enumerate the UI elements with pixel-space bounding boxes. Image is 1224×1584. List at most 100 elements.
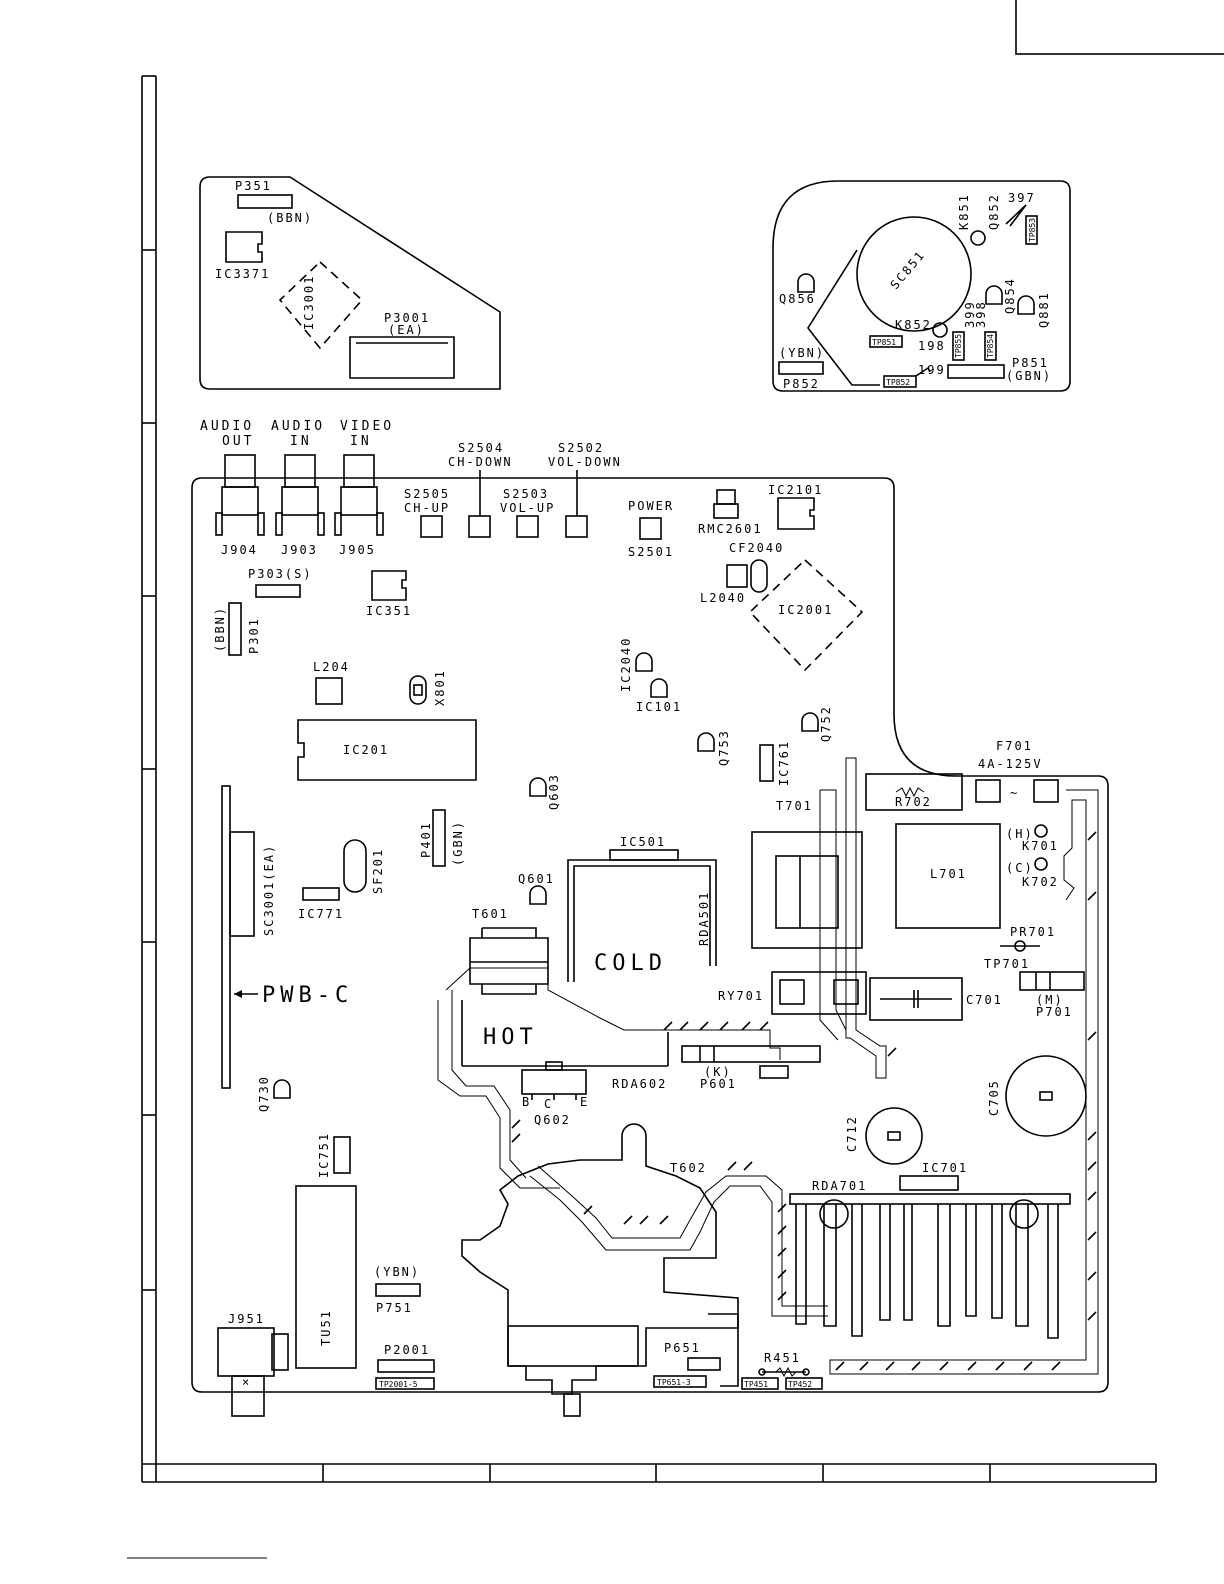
connector-p852 xyxy=(778,361,824,375)
label-t602: T602 xyxy=(670,1161,707,1175)
k701-led xyxy=(1034,824,1048,838)
label-q603: Q603 xyxy=(547,773,561,810)
ic761-chip xyxy=(759,744,774,782)
connector-p303s xyxy=(255,584,301,598)
ic751-chip xyxy=(333,1136,351,1174)
label-tp451: TP451 xyxy=(744,1380,768,1389)
label-k852: K852 xyxy=(895,318,932,332)
label-sc3001: SC3001(EA) xyxy=(262,844,276,936)
ground-hatching xyxy=(511,831,1097,1371)
label-tp853: TP853 xyxy=(1028,218,1037,242)
label-cf2040: CF2040 xyxy=(729,541,784,555)
label-s2505: S2505 xyxy=(404,487,450,501)
tu51-tuner xyxy=(295,1185,357,1369)
label-k851: K851 xyxy=(957,193,971,230)
label-c701: C701 xyxy=(966,993,1003,1007)
connector-p701 xyxy=(1019,971,1085,991)
switch-s2502 xyxy=(565,515,588,538)
switch-s2505 xyxy=(420,515,443,538)
label-ic771: IC771 xyxy=(298,907,344,921)
label-x801: X801 xyxy=(433,669,447,706)
ic201-chip xyxy=(297,719,477,781)
label-h: (H) xyxy=(1006,827,1034,841)
label-ch-down: CH-DOWN xyxy=(448,455,513,469)
label-k: (K) xyxy=(704,1065,732,1079)
connector-p401 xyxy=(432,809,446,867)
ic2101-chip xyxy=(777,497,815,530)
label-sf201: SF201 xyxy=(371,848,385,894)
label-tp701: TP701 xyxy=(984,957,1030,971)
tuner-section: IC751 TU51 (YBN) P751 J951 × P2001 TP200… xyxy=(217,1132,435,1417)
t701-transformer xyxy=(751,831,863,949)
label-tp2001-5: TP2001-5 xyxy=(379,1380,418,1389)
q602-transistor xyxy=(521,1069,587,1095)
label-j903: J903 xyxy=(281,543,318,557)
q854-transistor xyxy=(985,285,1003,305)
label-ea-left: (EA) xyxy=(388,323,425,337)
label-k702: K702 xyxy=(1022,875,1059,889)
connector-p301 xyxy=(228,602,242,656)
label-p601: P601 xyxy=(700,1077,737,1091)
label-sc851: SC851 xyxy=(888,248,928,292)
k702-led xyxy=(1034,857,1048,871)
label-ic3371: IC3371 xyxy=(215,267,270,281)
flyback-section: T602 P651 TP651-3 R451 TP451 TP452 xyxy=(461,1123,828,1417)
l204-coil xyxy=(315,677,343,705)
label-r451: R451 xyxy=(764,1351,801,1365)
ry701-relay xyxy=(771,971,867,1015)
label-tp852: TP852 xyxy=(886,378,910,387)
label-ic701: IC701 xyxy=(922,1161,968,1175)
label-ic2101: IC2101 xyxy=(768,483,823,497)
label-q856: Q856 xyxy=(779,292,816,306)
q601-transistor xyxy=(529,885,547,905)
label-rda602: RDA602 xyxy=(612,1077,667,1091)
label-198: 198 xyxy=(918,339,946,353)
q881-transistor xyxy=(1017,295,1035,315)
label-ic101: IC101 xyxy=(636,700,682,714)
label-p852: P852 xyxy=(783,377,820,391)
label-p651: P651 xyxy=(664,1341,701,1355)
label-p301: P301 xyxy=(247,617,261,654)
label-p751: P751 xyxy=(376,1301,413,1315)
q752-transistor xyxy=(801,712,819,732)
label-q730: Q730 xyxy=(257,1075,271,1112)
l701-choke xyxy=(895,823,1001,929)
t601-transformer xyxy=(469,937,549,985)
label-l701: L701 xyxy=(930,867,967,881)
label-p851: P851 xyxy=(1012,356,1049,370)
label-199: 199 xyxy=(918,363,946,377)
jack-j905 xyxy=(334,454,384,536)
label-399: 399 xyxy=(963,300,977,328)
switch-s2503 xyxy=(516,515,539,538)
label-ybn-main: (YBN) xyxy=(374,1265,420,1279)
label-tp651-3: TP651-3 xyxy=(657,1378,691,1387)
label-p2001: P2001 xyxy=(384,1343,430,1357)
jack-j951 xyxy=(217,1327,275,1377)
label-q854: Q854 xyxy=(1003,277,1017,314)
label-q752: Q752 xyxy=(819,705,833,742)
label-t701: T701 xyxy=(776,799,813,813)
label-l2040: L2040 xyxy=(700,591,746,605)
label-cold: COLD xyxy=(594,951,667,976)
label-c712: C712 xyxy=(845,1115,859,1152)
rmc2601-receiver xyxy=(716,489,736,505)
label-p701: P701 xyxy=(1036,1005,1073,1019)
q603-transistor xyxy=(529,777,547,797)
sc851-sensor xyxy=(856,216,972,332)
sub-board-right: SC851 K851 Q852 397 TP853 Q856 Q854 Q881… xyxy=(772,180,1071,392)
sub-board-left: P351 (BBN) IC3371 IC3001 P3001 (EA) xyxy=(199,176,501,390)
label-pin-e: E xyxy=(580,1095,589,1109)
label-vol-down: VOL-DOWN xyxy=(548,455,622,469)
label-p3001: P3001 xyxy=(384,311,430,325)
label-audio-in-2: IN xyxy=(290,434,312,449)
label-tp855: TP855 xyxy=(954,334,963,358)
ic2040-regulator xyxy=(635,652,653,672)
label-video-in-1: VIDEO xyxy=(340,419,394,434)
fuse-icon: ~ xyxy=(1010,786,1019,800)
label-pin-c: C xyxy=(544,1097,553,1111)
label-bbn-main: (BBN) xyxy=(213,606,227,652)
rda701-heatsink xyxy=(789,1193,1071,1205)
label-audio-in-1: AUDIO xyxy=(271,419,325,434)
label-j951: J951 xyxy=(228,1312,265,1326)
connector-p851 xyxy=(947,364,1005,379)
